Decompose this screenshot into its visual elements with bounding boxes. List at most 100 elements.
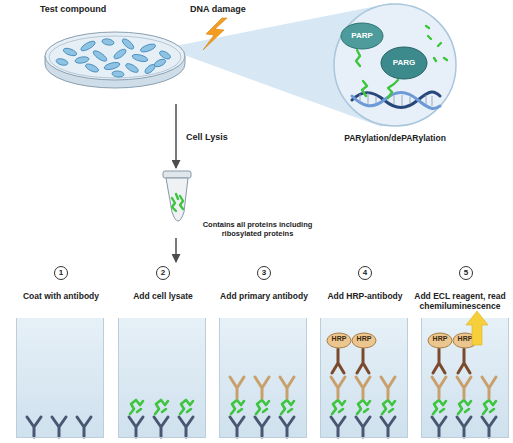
capture-antibody: [482, 417, 496, 437]
zoom-circle: PARylation/dePARylationPARPPARG: [333, 3, 457, 127]
cell: [139, 42, 156, 53]
primary-antibody: [381, 377, 395, 398]
ribosylated-protein: [256, 400, 269, 414]
elisa-well: 4Add HRP-antibodyHRPHRP: [320, 318, 408, 438]
ribosylated-protein: [382, 400, 395, 414]
step-label: Coat with antibody: [0, 291, 126, 301]
enzyme-outline: [381, 47, 427, 79]
cell: [75, 56, 90, 64]
hrp-outline: [352, 333, 376, 348]
capture-antibody: [230, 417, 244, 437]
lysate-proteins: [172, 194, 183, 211]
step-number: 3: [257, 266, 271, 280]
cell: [103, 61, 120, 71]
hrp-label: HRP: [453, 335, 477, 343]
elisa-well: 5Add ECL reagent, read chemiluminescence…: [421, 318, 509, 438]
step-number: 1: [54, 266, 68, 280]
well-fill: [219, 318, 307, 438]
capture-antibody: [154, 417, 168, 437]
step-label: Add cell lysate: [98, 291, 228, 301]
cell: [121, 37, 136, 51]
dna-strand: [352, 92, 440, 108]
ribosylated-protein: [357, 400, 370, 414]
dish-top: [45, 32, 185, 80]
zoom-heading: PARylation/dePARylation: [320, 133, 470, 143]
tube-lid: [163, 171, 191, 178]
capture-antibody: [432, 417, 446, 437]
ribosylated-protein: [130, 400, 143, 414]
ribosylated-protein: [281, 400, 294, 414]
cell: [84, 62, 99, 73]
tube-note: Contains all proteins including ribosyla…: [190, 220, 325, 238]
ribosylated-protein: [231, 400, 244, 414]
ribosylated-protein: [180, 400, 193, 414]
cell: [131, 53, 148, 63]
dish-rim: [49, 36, 181, 78]
hrp-tag: HRP: [453, 333, 477, 348]
enzyme-label: PARG: [381, 58, 427, 68]
lysate-tube: Contains all proteins including ribosyla…: [160, 170, 192, 228]
cell: [62, 47, 77, 57]
cell: [102, 38, 115, 46]
step-label: Add primary antibody: [199, 291, 329, 301]
cell: [113, 48, 128, 61]
capture-antibody: [457, 417, 471, 437]
primary-antibody: [331, 377, 345, 398]
primary-antibody: [432, 377, 446, 398]
ribosylated-protein: [483, 400, 496, 414]
secondary-antibody: [458, 349, 470, 373]
capture-antibody: [129, 417, 143, 437]
ribosylated-protein: [155, 400, 168, 414]
ribosylated-protein: [332, 400, 345, 414]
free-adp-ribose: [426, 26, 447, 61]
light-emission-arrow: [466, 311, 488, 345]
dna-strand: [352, 93, 440, 109]
compound-label: Test compound: [40, 4, 140, 15]
step-number: 2: [156, 266, 170, 280]
capture-antibody: [356, 417, 370, 437]
primary-antibody: [356, 377, 370, 398]
flow-arrow: [175, 238, 177, 262]
capture-antibody: [27, 417, 41, 437]
secondary-antibody: [332, 349, 344, 373]
hrp-outline: [428, 333, 452, 348]
par-chain: [356, 50, 398, 98]
secondary-antibody: [357, 349, 369, 373]
ribosylated-protein: [433, 400, 446, 414]
hrp-tag: HRP: [428, 333, 452, 348]
step-label: Add ECL reagent, read chemiluminescence: [396, 291, 513, 311]
cell: [158, 49, 171, 60]
enzyme-outline: [341, 23, 383, 49]
parg-enzyme: PARG: [381, 47, 427, 79]
hrp-label: HRP: [352, 335, 376, 343]
tube-body: [166, 178, 188, 221]
primary-antibody: [255, 377, 269, 398]
well-fill: [118, 318, 206, 438]
edge-label: Cell Lysis: [186, 132, 228, 143]
well-fill: [421, 318, 509, 438]
elisa-well: 3Add primary antibody: [219, 318, 307, 438]
capture-antibody: [77, 417, 91, 437]
capture-antibody: [179, 417, 193, 437]
secondary-antibody: [433, 349, 445, 373]
well-fill: [320, 318, 408, 438]
step-label: Add HRP-antibody: [300, 291, 430, 301]
hrp-tag: HRP: [352, 333, 376, 348]
cell: [124, 62, 139, 74]
flow-arrow: [175, 104, 177, 168]
cell: [92, 49, 109, 63]
elisa-well: 1Coat with antibody: [16, 318, 104, 438]
hrp-outline: [327, 333, 351, 348]
hrp-label: HRP: [428, 335, 452, 343]
capture-antibody: [255, 417, 269, 437]
damage-label: DNA damage: [190, 4, 270, 15]
hrp-outline: [453, 333, 477, 348]
parp-enzyme: PARP: [341, 23, 383, 49]
well-fill: [16, 318, 104, 438]
primary-antibody: [457, 377, 471, 398]
cell: [143, 63, 156, 75]
capture-antibody: [331, 417, 345, 437]
step-number: 4: [358, 266, 372, 280]
primary-antibody: [280, 377, 294, 398]
hrp-label: HRP: [327, 335, 351, 343]
